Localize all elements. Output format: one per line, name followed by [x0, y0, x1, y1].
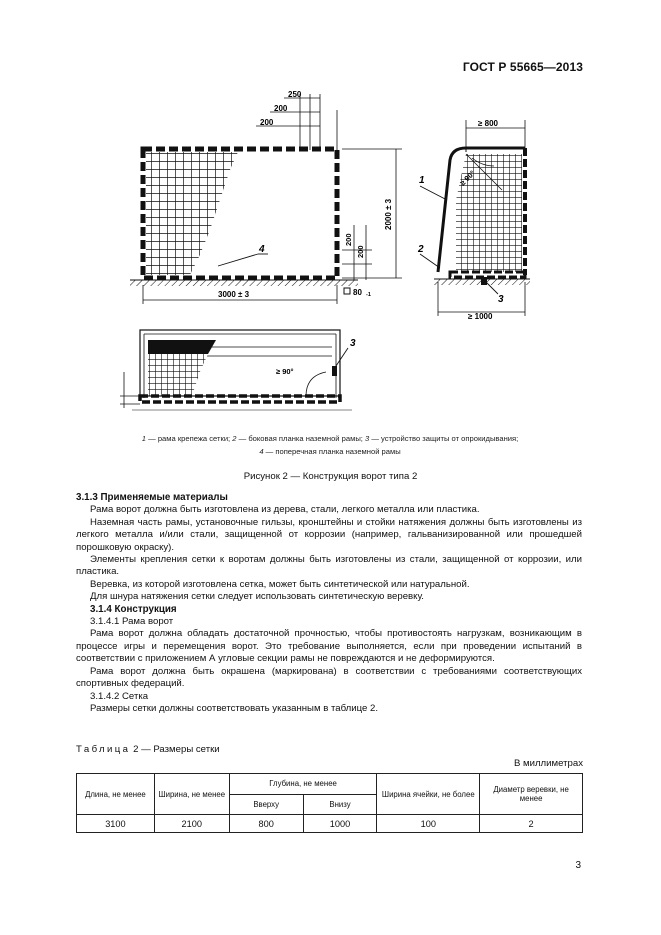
goal-drawing: 250 200 200 2000 ± 3 200 200 3000 ± 3 80… — [107, 90, 540, 420]
figure-legend: 1 — рама крепежа сетки; 2 — боковая план… — [95, 432, 565, 458]
cell-width: 2100 — [153, 814, 230, 833]
goal-drawing-svg: 250 200 200 2000 ± 3 200 200 3000 ± 3 80… — [107, 90, 530, 411]
header-rope: Диаметр веревки, не менее — [479, 773, 583, 815]
legend-number-1: 1 — [141, 434, 146, 443]
callout-1: 1 — [419, 175, 425, 186]
angle-plan: ≥ 90° — [276, 367, 294, 376]
dim-width-total: 3000 ± 3 — [218, 290, 250, 299]
legend-text-4: — поперечная планка наземной рамы — [263, 447, 401, 456]
header-depth: Глубина, не менее — [228, 773, 378, 795]
paragraph-materials-cord: Для шнура натяжения сетки следует исполь… — [90, 591, 424, 603]
legend-text-2: — боковая планка наземной рамы; — [236, 434, 365, 443]
cell-mesh: 100 — [376, 814, 481, 833]
section-title-3-1-3: 3.1.3 Применяемые материалы — [76, 492, 228, 503]
legend-number-3: 3 — [365, 434, 370, 443]
dim-200-d: 200 — [356, 245, 365, 258]
cell-depth-top: 800 — [228, 814, 304, 833]
paragraph-net-sizes: Размеры сетки должны соответствовать ука… — [90, 702, 379, 714]
dim-height-total: 2000 ± 3 — [384, 198, 393, 230]
paragraph-frame-marking: Рама ворот должна быть окрашена (маркиро… — [76, 665, 582, 690]
table-title: Таблица 2 — Размеры сетки — [76, 744, 220, 755]
paragraph-materials-fixings: Элементы крепления сетки к воротам должн… — [76, 554, 582, 578]
section-title-3-1-4-2: 3.1.4.2 Сетка — [90, 690, 149, 702]
figure-caption: Рисунок 2 — Конструкция ворот типа 2 — [243, 471, 418, 482]
section-title-3-1-4-1: 3.1.4.1 Рама ворот — [90, 616, 174, 628]
section-3-1-3: 3.1.3 Применяемые материалы Рама ворот д… — [76, 492, 582, 715]
dim-200-b: 200 — [260, 118, 274, 127]
paragraph-materials-frame: Рама ворот должна быть изготовлена из де… — [90, 504, 480, 516]
dim-200-a: 200 — [274, 104, 288, 113]
dim-depth-top: ≥ 800 — [478, 119, 499, 128]
page-number: 3 — [575, 860, 581, 871]
side-view: ≥ 800 ≥ 90° 1 2 3 ≥ 1000 — [417, 119, 530, 321]
table-row: 3100 2100 800 1000 100 2 — [76, 814, 583, 833]
figure-legend-line-2: 4 — поперечная планка наземной рамы — [95, 445, 565, 458]
table-title-word: Таблица — [76, 744, 131, 755]
legend-number-4: 4 — [259, 447, 264, 456]
standard-header: ГОСТ Р 55665—2013 — [462, 60, 583, 74]
cell-depth-bottom: 1000 — [302, 814, 378, 833]
dim-250: 250 — [288, 90, 302, 99]
section-title-3-1-4: 3.1.4 Конструкция — [90, 603, 177, 615]
callout-2: 2 — [417, 244, 424, 255]
callout-3: 3 — [498, 294, 504, 305]
cell-rope: 2 — [479, 814, 583, 833]
callout-4: 4 — [258, 244, 265, 255]
header-mesh: Ширина ячейки, не более — [376, 773, 481, 815]
net-sizes-table: Длина, не менее Ширина, не менее Глубина… — [76, 773, 583, 833]
legend-text-3: — устройство защиты от опрокидывания; — [369, 434, 519, 443]
paragraph-materials-ground: Наземная часть рамы, установочные гильзы… — [76, 516, 582, 553]
legend-text-1: — рама крепежа сетки; — [146, 434, 233, 443]
table-title-rest: 2 — Размеры сетки — [130, 744, 220, 755]
header-length: Длина, не менее — [76, 773, 155, 815]
legend-number-2: 2 — [232, 434, 237, 443]
section-front: 80 — [353, 288, 362, 297]
header-width: Ширина, не менее — [153, 773, 230, 815]
plan-view: 80 -1 ≥ 90° 3 — [107, 329, 356, 411]
section-front-tol: -1 — [366, 292, 371, 298]
dim-depth-bottom: ≥ 1000 — [468, 312, 493, 321]
callout-3-plan: 3 — [350, 338, 356, 349]
figure-legend-line-1: 1 — рама крепежа сетки; 2 — боковая план… — [95, 432, 565, 445]
front-view: 250 200 200 2000 ± 3 200 200 3000 ± 3 80… — [130, 90, 402, 304]
paragraph-materials-rope: Веревка, из которой изготовлена сетка, м… — [90, 578, 470, 590]
table-units: В миллиметрах — [513, 758, 583, 769]
header-depth-bottom: Внизу — [302, 793, 378, 815]
paragraph-frame-strength: Рама ворот должна обладать достаточной п… — [76, 628, 582, 665]
cell-length: 3100 — [76, 814, 155, 833]
dim-200-c: 200 — [344, 233, 353, 246]
header-depth-top: Вверху — [228, 793, 304, 815]
